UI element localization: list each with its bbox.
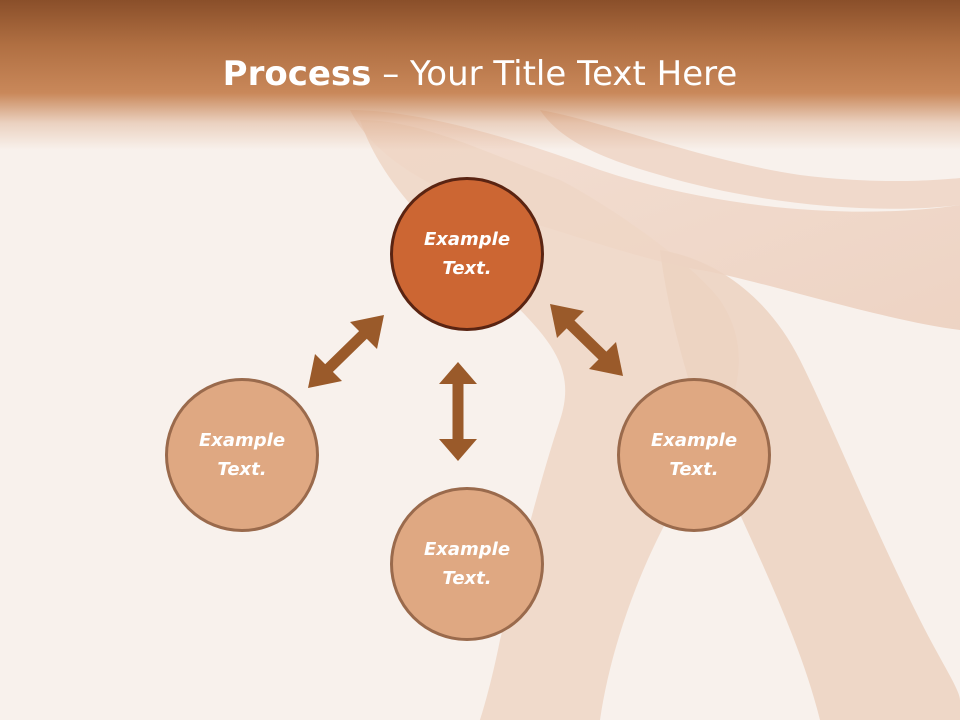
process-node-bottom: Example Text. [390,487,544,641]
title-banner [0,0,960,150]
slide-title: Process – Your Title Text Here [0,52,960,96]
double-arrow-upper-right [550,304,623,376]
process-node-left: Example Text. [165,378,319,532]
node-label: Example Text. [423,539,511,589]
node-label: Example Text. [650,430,738,480]
title-separator: – [371,54,411,94]
process-node-right: Example Text. [617,378,771,532]
node-label: Example Text. [198,430,286,480]
double-arrow-upper-left [308,315,384,388]
process-node-center-top: Example Text. [390,177,544,331]
title-rest: Your Title Text Here [410,54,738,94]
title-strong: Process [222,54,372,94]
double-arrow-vertical [439,362,477,461]
node-label: Example Text. [423,229,511,279]
